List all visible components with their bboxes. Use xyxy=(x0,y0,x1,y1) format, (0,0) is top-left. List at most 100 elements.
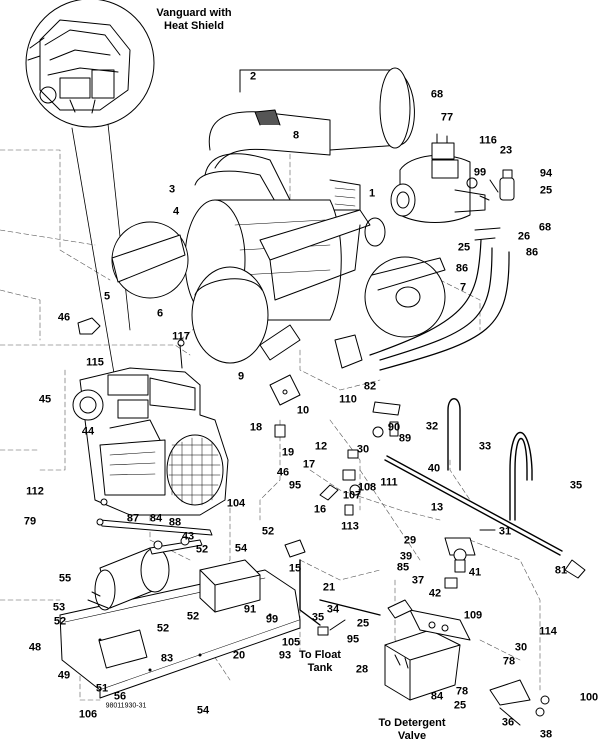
callout-2: 2 xyxy=(249,70,257,83)
callout-31: 31 xyxy=(498,525,512,538)
callout-86: 86 xyxy=(455,262,469,275)
callout-81: 81 xyxy=(554,564,568,577)
callout-112: 112 xyxy=(26,485,44,498)
callout-49: 49 xyxy=(57,669,71,682)
callout-86: 86 xyxy=(525,246,539,259)
hoses xyxy=(299,398,563,626)
callout-25: 25 xyxy=(457,241,471,254)
callout-94: 94 xyxy=(539,167,553,180)
callout-37: 37 xyxy=(411,574,425,587)
pump-assembly xyxy=(317,599,471,701)
callout-68: 68 xyxy=(430,88,444,101)
electric-motor xyxy=(87,547,170,611)
callout-39: 39 xyxy=(399,550,413,563)
callout-33: 33 xyxy=(478,440,492,453)
callout-52: 52 xyxy=(186,610,200,623)
float-tank-caption: To Float Tank xyxy=(299,649,341,674)
callout-78: 78 xyxy=(502,655,516,668)
callout-17: 17 xyxy=(302,458,316,471)
callout-54: 54 xyxy=(196,704,210,717)
callout-48: 48 xyxy=(28,641,42,654)
callout-95: 95 xyxy=(346,633,360,646)
callout-109: 109 xyxy=(463,609,483,622)
callout-46: 46 xyxy=(57,311,71,324)
callout-95: 95 xyxy=(288,479,302,492)
callout-18: 18 xyxy=(249,421,263,434)
callout-77: 77 xyxy=(440,111,454,124)
detergent-valve-caption: To Detergent Valve xyxy=(378,717,446,742)
callout-106: 106 xyxy=(78,708,98,721)
callout-99: 99 xyxy=(265,613,279,626)
shaft-rails xyxy=(96,498,213,555)
callout-15: 15 xyxy=(288,562,302,575)
callout-54: 54 xyxy=(234,542,248,555)
callout-110: 110 xyxy=(339,393,357,406)
callout-93: 93 xyxy=(278,649,292,662)
filter-fittings xyxy=(369,169,515,371)
callout-43: 43 xyxy=(181,530,195,543)
callout-79: 79 xyxy=(23,515,37,528)
callout-4: 4 xyxy=(172,205,180,218)
callout-115: 115 xyxy=(86,356,104,369)
callout-55: 55 xyxy=(58,572,72,585)
callout-116: 116 xyxy=(479,134,497,147)
end-plates xyxy=(111,217,446,364)
heat-shield-inset xyxy=(25,0,155,421)
callout-1: 1 xyxy=(368,187,376,200)
callout-6: 6 xyxy=(156,307,164,320)
callout-30: 30 xyxy=(514,641,528,654)
callout-53: 53 xyxy=(52,601,66,614)
callout-34: 34 xyxy=(326,603,340,616)
callout-41: 41 xyxy=(468,566,482,579)
callout-108: 108 xyxy=(357,481,377,494)
callout-90: 90 xyxy=(387,421,401,434)
callout-29: 29 xyxy=(403,534,417,547)
misc-fittings xyxy=(274,401,401,558)
callout-25: 25 xyxy=(539,184,553,197)
callout-88: 88 xyxy=(168,516,182,529)
callout-32: 32 xyxy=(425,420,439,433)
callout-5: 5 xyxy=(103,290,111,303)
unloader-fittings xyxy=(444,529,586,726)
callout-52: 52 xyxy=(53,615,67,628)
callout-25: 25 xyxy=(356,617,370,630)
callout-56: 56 xyxy=(113,690,127,703)
fuel-nozzle xyxy=(77,317,185,369)
callout-84: 84 xyxy=(430,690,444,703)
callout-51: 51 xyxy=(95,682,109,695)
callout-16: 16 xyxy=(313,503,327,516)
callout-113: 113 xyxy=(341,520,359,533)
callout-19: 19 xyxy=(281,446,295,459)
callout-100: 100 xyxy=(579,691,599,704)
callout-89: 89 xyxy=(398,432,412,445)
callout-7: 7 xyxy=(459,281,467,294)
callout-105: 105 xyxy=(281,636,301,649)
callout-52: 52 xyxy=(261,525,275,538)
callout-45: 45 xyxy=(38,393,52,406)
callout-20: 20 xyxy=(232,649,246,662)
support-brackets xyxy=(259,324,363,406)
callout-107: 107 xyxy=(342,489,362,502)
callout-44: 44 xyxy=(81,425,95,438)
callout-3: 3 xyxy=(168,183,176,196)
callout-21: 21 xyxy=(322,581,336,594)
callout-78: 78 xyxy=(455,685,469,698)
callout-28: 28 xyxy=(355,663,369,676)
callout-52: 52 xyxy=(195,543,209,556)
document-number: 98011930-31 xyxy=(105,702,147,710)
callout-13: 13 xyxy=(430,501,444,514)
callout-117: 117 xyxy=(172,330,190,343)
engine xyxy=(72,367,229,516)
callout-84: 84 xyxy=(149,512,163,525)
callout-10: 10 xyxy=(296,404,310,417)
callout-52: 52 xyxy=(156,622,170,635)
callout-25: 25 xyxy=(453,699,467,712)
inset-caption: Vanguard with Heat Shield xyxy=(156,7,232,32)
control-box xyxy=(98,559,261,669)
callout-46: 46 xyxy=(276,466,290,479)
callout-30: 30 xyxy=(356,443,370,456)
callout-82: 82 xyxy=(363,380,377,393)
callout-83: 83 xyxy=(160,652,174,665)
